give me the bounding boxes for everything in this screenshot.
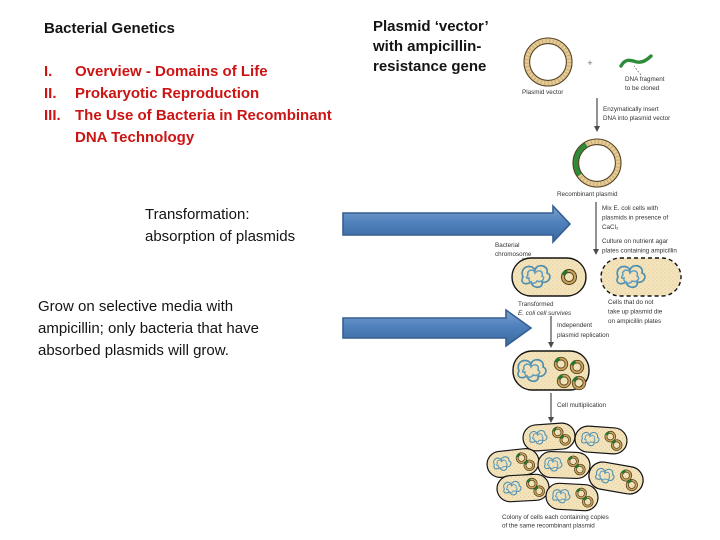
plasmid-vector-label: Plasmid vector (522, 89, 563, 96)
insert-step-line-2: DNA into plasmid vector (603, 115, 670, 122)
growth-note: Grow on selective media with ampicillin;… (38, 296, 259, 362)
colony-caption-line-1: Colony of cells each containing copies (502, 514, 609, 521)
outline-item-1-label: Overview - Domains of Life (75, 63, 268, 80)
outline-item-3-numeral: III. (44, 107, 61, 124)
transformation-note-line-2: absorption of plasmids (145, 228, 296, 245)
dna-fragment-label-line-2: to be cloned (625, 85, 660, 92)
multiplication-step-arrow (548, 393, 554, 423)
plasmid-caption-line-3: resistance gene (373, 58, 487, 75)
mix-culture-step-arrow (593, 202, 599, 255)
plasmid-vector-caption: Plasmid ‘vector’ with ampicillin- resist… (373, 17, 489, 77)
growth-note-line-3: absorbed plasmids will grow. (38, 342, 229, 359)
transformed-label-line-1: Transformed (518, 301, 554, 308)
recombinant-plasmid-label: Recombinant plasmid (557, 191, 618, 198)
growth-note-line-1: Grow on selective media with (38, 298, 234, 315)
dna-fragment-icon (619, 54, 653, 76)
outline-item-2-label: Prokaryotic Reproduction (75, 85, 260, 102)
cells-die-label-line-3: on ampicillin plates (608, 318, 661, 325)
outline-item-1: I. Overview - Domains of Life (44, 61, 355, 83)
multiplication-step-label: Cell multiplication (557, 402, 606, 409)
transformation-block-arrow (342, 203, 572, 245)
dna-fragment-label-line-1: DNA fragment (625, 76, 665, 83)
outline-item-3-label: The Use of Bacteria in Recombinant DNA T… (75, 107, 332, 146)
outline-item-2-numeral: II. (44, 85, 57, 102)
selection-block-arrow (342, 308, 533, 348)
colony-illustration (486, 422, 645, 511)
culture-step-line-2: plates containing ampicillin (602, 248, 677, 255)
outline-item-1-numeral: I. (44, 63, 53, 80)
cells-die-label-line-2: take up plasmid die (608, 309, 663, 316)
untransformed-cell-illustration (600, 257, 682, 297)
plasmid-vector-illustration (523, 37, 573, 87)
mix-step-line-1: Mix E. coli cells with (602, 205, 658, 212)
transformed-label-line-2: E. coli cell survives (518, 310, 572, 317)
insert-step-line-1: Enzymatically insert (603, 106, 659, 113)
transformation-note: Transformation: absorption of plasmids (145, 204, 295, 248)
plasmid-caption-line-2: with ampicillin- (373, 38, 482, 55)
slide-title: Bacterial Genetics (44, 20, 175, 37)
replication-step-line-2: plasmid replication (557, 332, 610, 339)
replicating-cell-illustration (512, 350, 590, 392)
outline-item-2: II. Prokaryotic Reproduction (44, 83, 355, 105)
insert-step-arrow (594, 98, 600, 132)
colony-caption-line-2: of the same recombinant plasmid (502, 523, 595, 530)
recombinant-plasmid-illustration (572, 138, 622, 188)
mix-step-line-2: plasmids in presence of (602, 215, 668, 222)
lecture-outline-list: I. Overview - Domains of Life II. Prokar… (44, 61, 355, 149)
replication-step-line-1: Independent (557, 322, 592, 329)
growth-note-line-2: ampicillin; only bacteria that have (38, 320, 259, 337)
mix-step-line-3: CaCl₂ (602, 224, 619, 231)
bacterial-chromosome-label-line-1: Bacterial (495, 242, 520, 249)
culture-step-line-1: Culture on nutrient agar (602, 238, 668, 245)
plasmid-caption-line-1: Plasmid ‘vector’ (373, 18, 489, 35)
replication-step-arrow (548, 316, 554, 348)
outline-item-3: III. The Use of Bacteria in Recombinant … (44, 105, 355, 149)
plus-sign: + (587, 58, 592, 68)
cells-die-label-line-1: Cells that do not (608, 299, 654, 306)
transformed-cell-illustration (511, 257, 587, 297)
bacterial-chromosome-label-line-2: chromosome (495, 251, 532, 258)
transformation-note-line-1: Transformation: (145, 206, 250, 223)
